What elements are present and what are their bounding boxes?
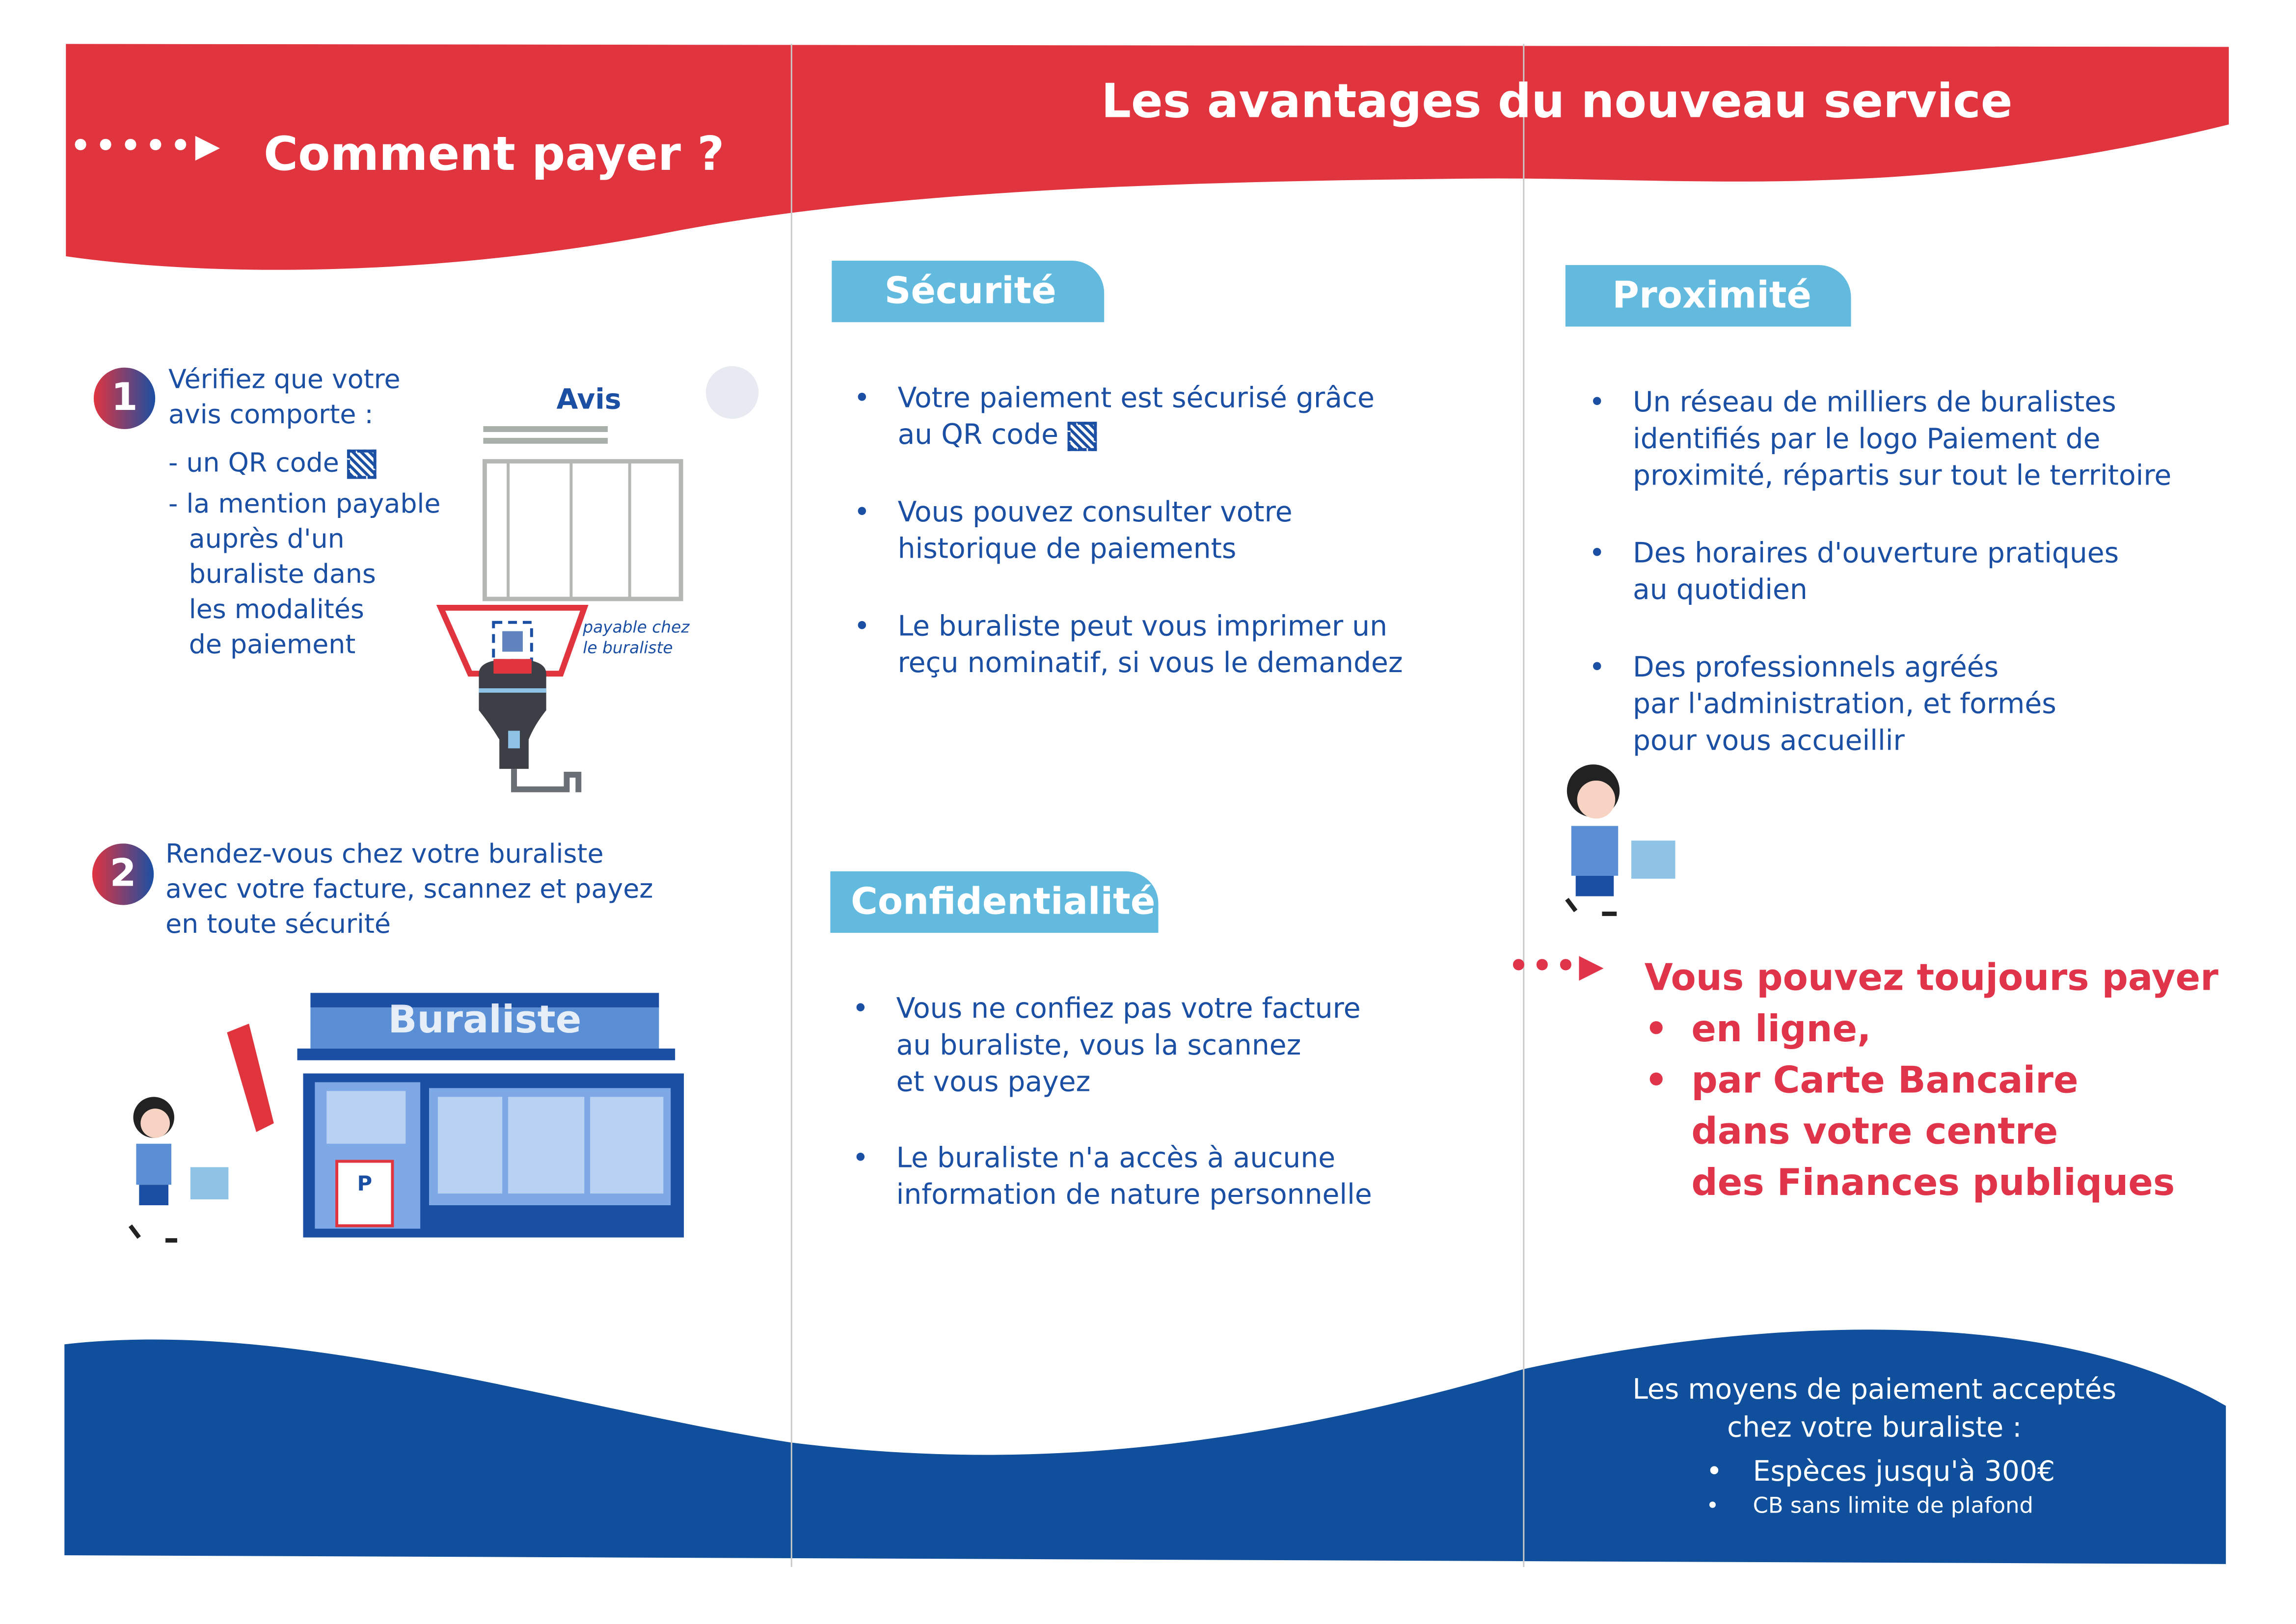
step-1-line: de paiement bbox=[189, 629, 356, 661]
list-line: au quotidien bbox=[1633, 574, 1808, 606]
footer-blue-band bbox=[64, 1329, 2226, 1564]
tab-securite: Sécurité bbox=[832, 260, 1105, 323]
list-line: Vous pouvez consulter votre bbox=[897, 496, 1293, 529]
list-line: Des horaires d'ouverture pratiques bbox=[1633, 537, 2119, 570]
step-1-badge: 1 bbox=[93, 367, 156, 430]
buraliste-shop-illustration: P bbox=[128, 993, 684, 1243]
footer-title-line: chez votre buraliste : bbox=[1727, 1411, 2022, 1444]
footer-item: Espèces jusqu'à 300€ bbox=[1753, 1456, 2055, 1488]
list-item: Le buraliste peut vous imprimer un reçu n… bbox=[854, 609, 1403, 682]
list-item: Vous pouvez consulter votre historique de… bbox=[854, 495, 1403, 568]
step-1-line: les modalités bbox=[189, 595, 364, 625]
step-1-item-mention: - la mention payable bbox=[168, 489, 441, 520]
step-2-line: en toute sécurité bbox=[165, 909, 391, 941]
step-2-badge: 2 bbox=[92, 843, 154, 905]
list-line: et vous payez bbox=[896, 1066, 1091, 1099]
list-line: Des professionnels agréés bbox=[1633, 651, 1999, 684]
customer-illustration bbox=[1565, 764, 1675, 916]
fold-line bbox=[790, 44, 792, 1567]
always-pay-line: des Finances publiques bbox=[1691, 1161, 2175, 1204]
list-line: Le buraliste n'a accès à aucune bbox=[896, 1142, 1336, 1175]
always-pay-title: Vous pouvez toujours payer bbox=[1644, 956, 2218, 999]
scan-bg-blob bbox=[705, 366, 759, 419]
list-line: Votre paiement est sécurisé grâce bbox=[897, 382, 1375, 415]
header-red-band bbox=[66, 44, 2229, 270]
step-1-item-qr: - un QR code bbox=[168, 448, 339, 479]
list-item: Le buraliste n'a accès à aucune informati… bbox=[852, 1141, 1372, 1214]
step-1-line: auprès d'un bbox=[189, 524, 345, 555]
shop-sign: Buraliste bbox=[388, 999, 582, 1043]
list-line: identifiés par le logo Paiement de bbox=[1633, 423, 2101, 456]
fold-line bbox=[1523, 44, 1525, 1567]
list-item: Un réseau de milliers de buralistes ident… bbox=[1589, 385, 2172, 495]
scanner-illustration bbox=[436, 426, 683, 792]
securite-list: Votre paiement est sécurisé grâce au QR c… bbox=[854, 381, 1403, 682]
qr-code-icon bbox=[1067, 421, 1097, 451]
dots-arrow-icon: •••▶ bbox=[1508, 948, 1607, 986]
list-line: au QR code bbox=[897, 419, 1058, 451]
list-item: Des horaires d'ouverture pratiques au quo… bbox=[1589, 536, 2172, 609]
step-1-line: buraliste dans bbox=[189, 559, 376, 591]
list-line: par l'administration, et formés bbox=[1633, 688, 2056, 721]
section-title-advantages: Les avantages du nouveau service bbox=[1101, 73, 2013, 129]
tab-confidentialite: Confidentialité bbox=[830, 871, 1159, 933]
footer-item: CB sans limite de plafond bbox=[1753, 1492, 2033, 1519]
always-pay-line: dans votre centre bbox=[1691, 1110, 2058, 1153]
payable-note-line: le buraliste bbox=[583, 638, 673, 658]
always-pay-item: par Carte Bancaire bbox=[1645, 1055, 2218, 1106]
list-item: Votre paiement est sécurisé grâce au QR c… bbox=[854, 381, 1403, 454]
list-line: Vous ne confiez pas votre facture bbox=[896, 993, 1361, 1026]
list-line: proximité, répartis sur tout le territoi… bbox=[1633, 460, 2172, 492]
step-2-text: Rendez-vous chez votre buraliste avec vo… bbox=[165, 838, 653, 943]
list-line: reçu nominatif, si vous le demandez bbox=[897, 647, 1403, 680]
payable-note-line: payable chez bbox=[583, 618, 690, 637]
list-line: information de nature personnelle bbox=[896, 1179, 1372, 1211]
list-line: au buraliste, vous la scannez bbox=[896, 1029, 1301, 1062]
list-line: Un réseau de milliers de buralistes bbox=[1633, 386, 2116, 419]
step-2-line: avec votre facture, scannez et payez bbox=[165, 874, 653, 905]
step-2-line: Rendez-vous chez votre buraliste bbox=[165, 839, 604, 870]
list-item: Des professionnels agréés par l'administr… bbox=[1589, 650, 2172, 760]
section-title-how-to-pay: Comment payer ? bbox=[263, 126, 725, 182]
step-1-line: Vérifiez que votre bbox=[168, 364, 401, 396]
footer-list: •Espèces jusqu'à 300€ •CB sans limite de… bbox=[1706, 1456, 2055, 1519]
list-line: Le buraliste peut vous imprimer un bbox=[897, 610, 1388, 643]
svg-text:P: P bbox=[357, 1171, 372, 1195]
dots-arrow-icon: •••••▶ bbox=[70, 129, 225, 166]
always-pay-block: Vous pouvez toujours payer en ligne, par… bbox=[1645, 952, 2218, 1208]
list-line: historique de paiements bbox=[897, 533, 1237, 566]
step-1-text: Vérifiez que votre avis comporte : - un … bbox=[168, 363, 440, 664]
avis-label: Avis bbox=[556, 383, 621, 416]
footer-title-line: Les moyens de paiement acceptés bbox=[1632, 1374, 2117, 1406]
tab-proximite: Proximité bbox=[1565, 265, 1851, 327]
list-line: pour vous accueillir bbox=[1633, 725, 1905, 758]
proximite-list: Un réseau de milliers de buralistes ident… bbox=[1589, 385, 2172, 760]
step-1-line: avis comporte : bbox=[168, 400, 374, 431]
always-pay-item: en ligne, bbox=[1645, 1003, 2218, 1054]
footer-title: Les moyens de paiement acceptés chez vot… bbox=[1596, 1371, 2153, 1447]
payable-note: payable chez le buraliste bbox=[583, 618, 689, 659]
qr-code-icon bbox=[347, 449, 377, 479]
